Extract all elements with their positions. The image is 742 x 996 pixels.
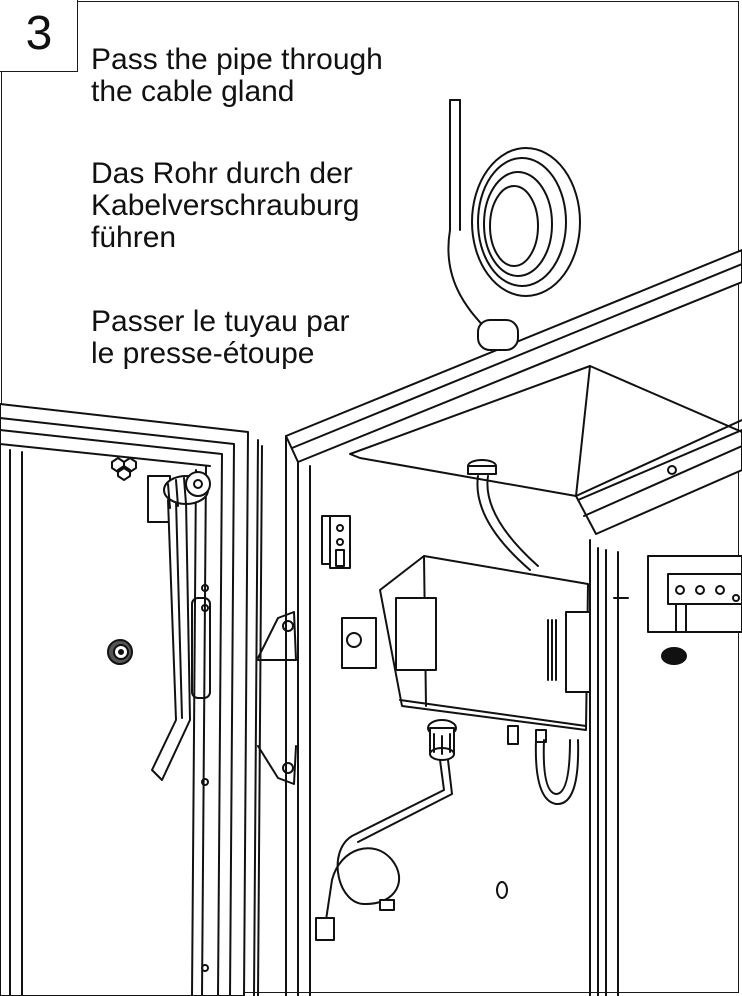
instruction-english: Pass the pipe through the cable gland — [91, 44, 383, 108]
cable-gland-icon — [427, 719, 457, 761]
step-number: 3 — [25, 7, 53, 60]
instruction-french-line-2: le presse-étoupe — [91, 337, 315, 370]
instruction-german-line-3: führen — [91, 221, 177, 254]
internal-components — [613, 555, 742, 665]
instruction-german-line-2: Kabelverschrauburg — [91, 189, 360, 222]
instruction-french: Passer le tuyau par le presse-étoupe — [91, 306, 349, 370]
hinges — [257, 611, 297, 785]
pipe-coil — [447, 99, 581, 351]
step-number-box — [0, 0, 78, 72]
instruction-german-line-1: Das Rohr durch der — [91, 157, 353, 190]
instruction-english-line-1: Pass the pipe through — [91, 43, 383, 76]
screw-icon — [107, 639, 133, 665]
instruction-french-line-1: Passer le tuyau par — [91, 305, 350, 338]
mounting-bracket — [329, 515, 351, 569]
left-door — [0, 403, 263, 996]
cabinet — [285, 249, 742, 996]
hex-marker-icon — [111, 457, 137, 481]
controller-unit — [321, 459, 591, 761]
door-handle-icon — [151, 471, 211, 781]
pipes — [315, 475, 580, 941]
instruction-german: Das Rohr durch der Kabelverschrauburg fü… — [91, 158, 360, 254]
instruction-english-line-2: the cable gland — [91, 75, 295, 108]
